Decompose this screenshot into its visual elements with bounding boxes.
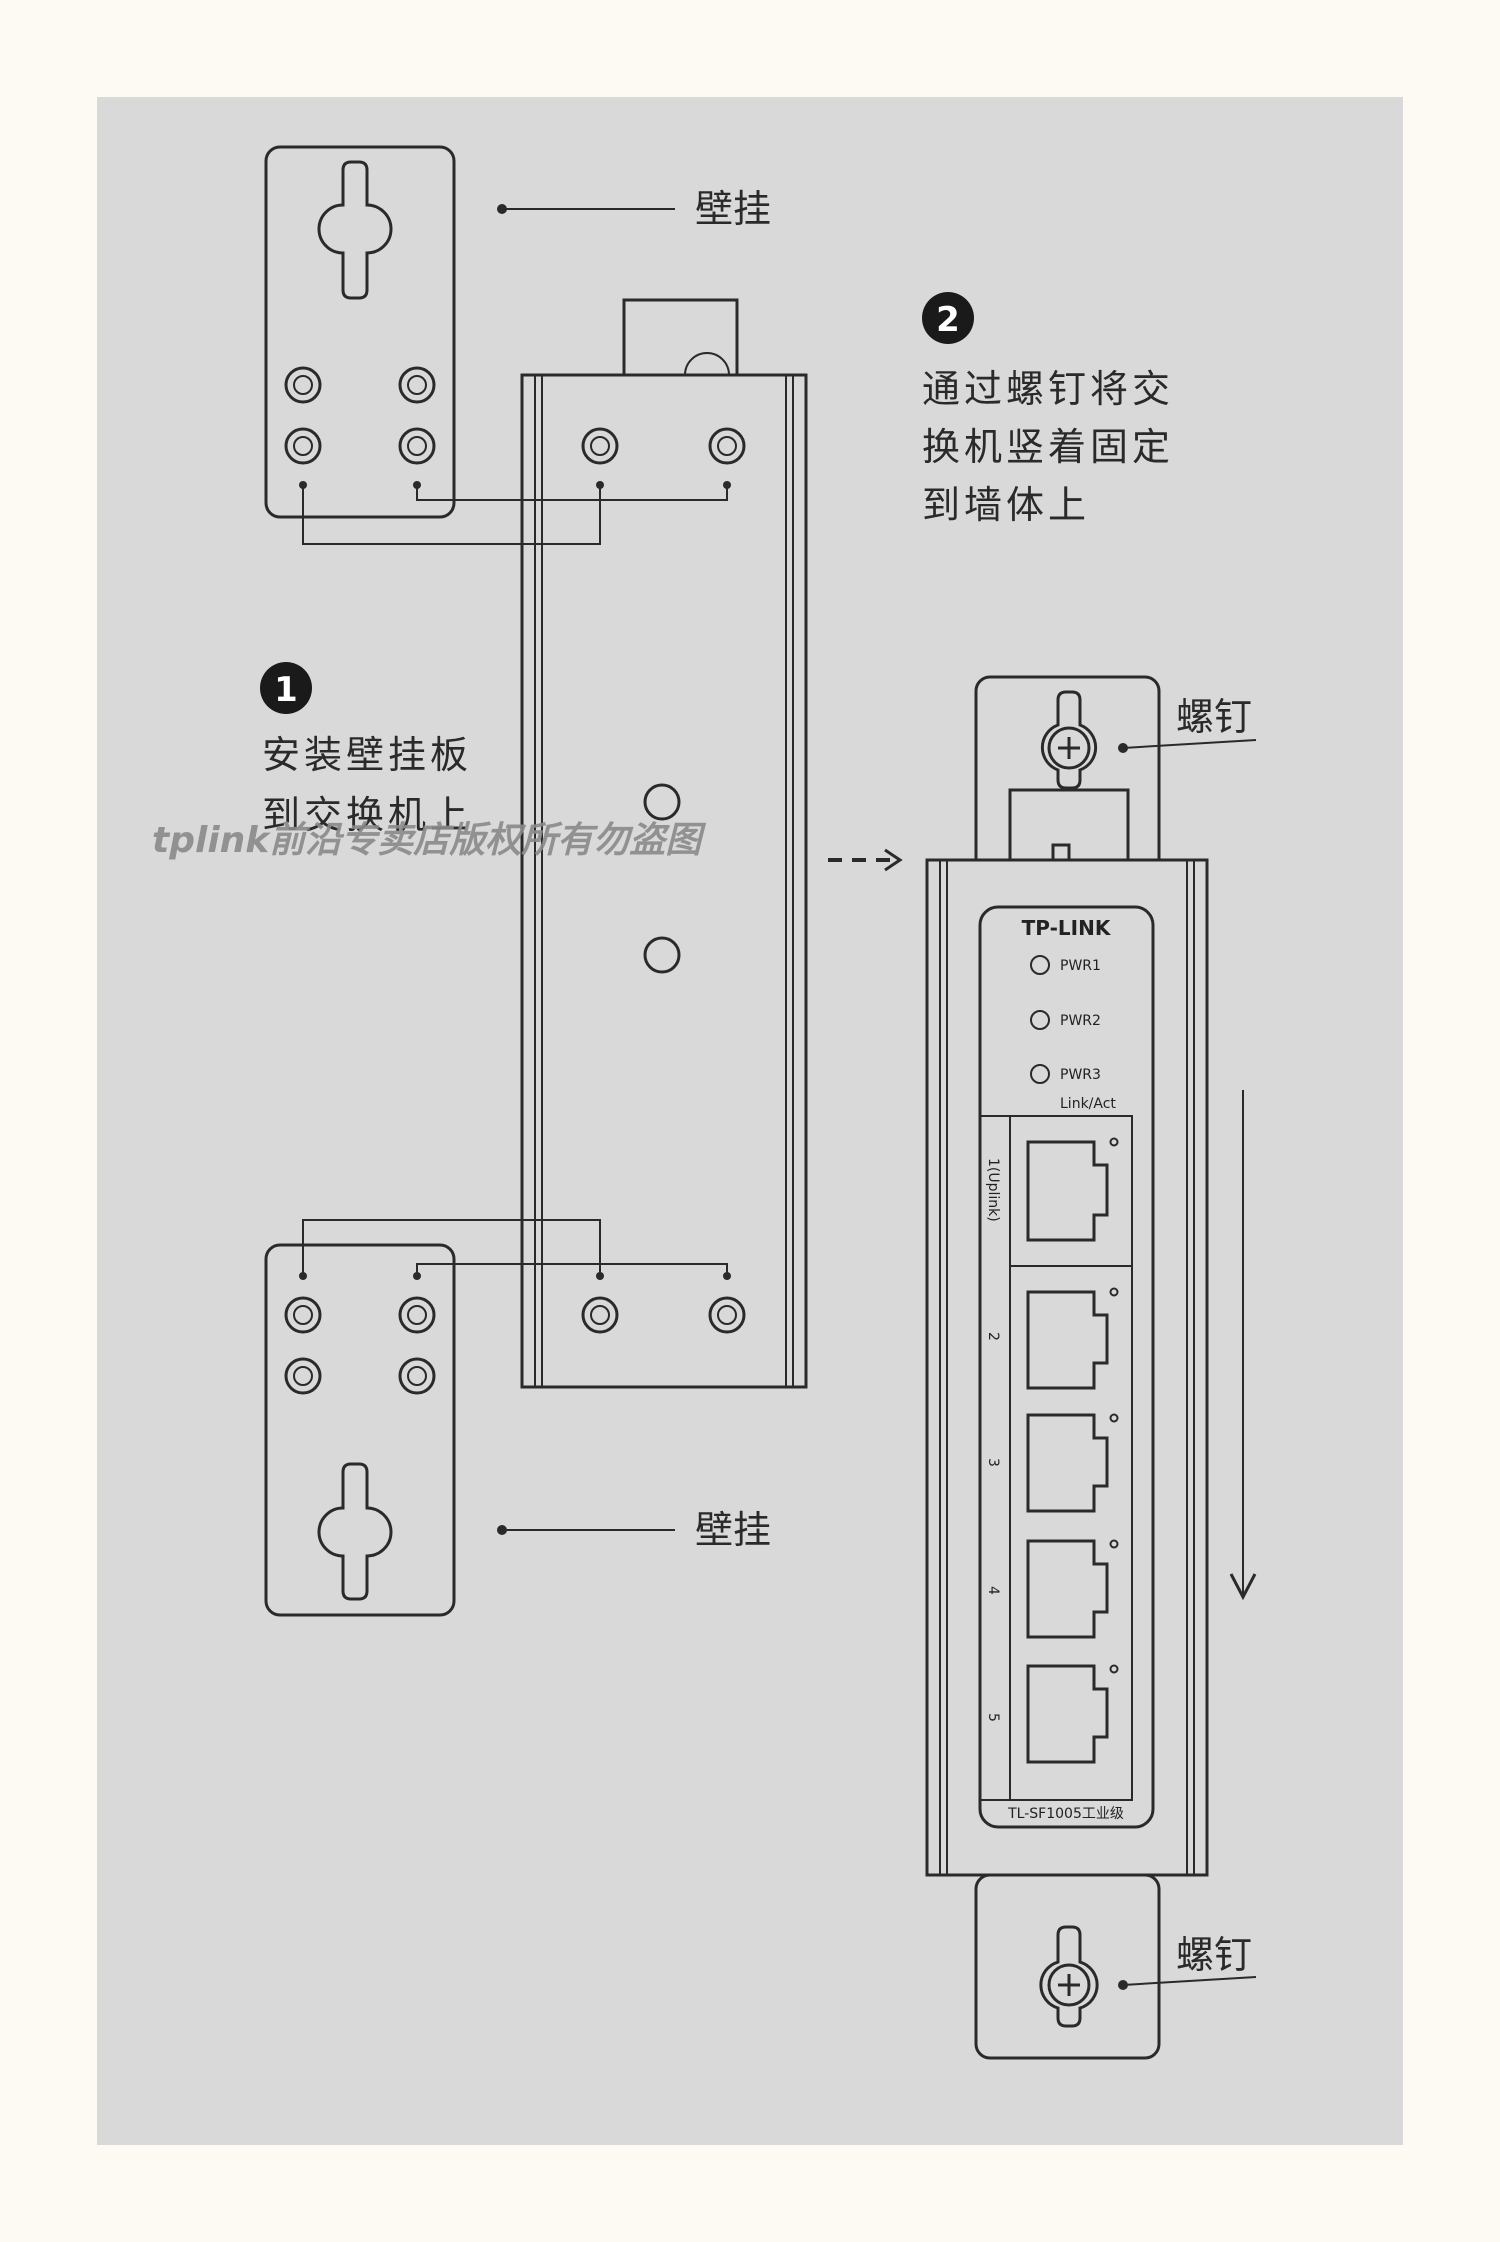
port-3-label: 3 (985, 1458, 1001, 1467)
port-5-label: 5 (985, 1713, 1001, 1722)
model-label: TL-SF1005工业级 (1007, 1806, 1124, 1822)
top-wall-mount-plate (264, 145, 456, 519)
step-2-number: 2 (936, 300, 960, 340)
brand-logo: TP-LINK (1022, 916, 1112, 940)
switch-front-body: TP-LINK PWR1 PWR2 PWR3 Link/Act 1(Uplink… (925, 858, 1209, 1877)
step-2-badge (922, 292, 974, 344)
led-pwr3 (1030, 1064, 1050, 1084)
led-indicators: PWR1 PWR2 PWR3 Link/Act (1030, 955, 1116, 1112)
step-2-line-2: 换机竖着固定 (922, 425, 1174, 469)
wall-mount-top-callout: 壁挂 (497, 187, 771, 231)
ethernet-port-1: 1(Uplink) (985, 1137, 1119, 1242)
ethernet-port-5: 5 (985, 1664, 1119, 1764)
screw-top-label: 螺钉 (1176, 695, 1252, 739)
step-1-number: 1 (274, 670, 298, 710)
watermark: tplink前沿专卖店版权所有勿盗图 (152, 820, 706, 861)
keyhole-slot-icon (317, 160, 393, 300)
bottom-alignment-lines (302, 1219, 731, 1280)
led-pwr1 (1030, 955, 1050, 975)
bottom-wall-mount-plate (264, 1243, 456, 1617)
wall-mount-bottom-label: 壁挂 (695, 1508, 771, 1552)
plate-screw-holes (284, 1296, 436, 1395)
dashed-arrow-icon (828, 848, 903, 872)
keyhole-slot-icon (1039, 1925, 1099, 2028)
ethernet-port-2: 2 (985, 1287, 1119, 1390)
led-pwr2 (1030, 1010, 1050, 1030)
ethernet-port-4: 4 (985, 1539, 1119, 1639)
top-alignment-lines (302, 481, 731, 545)
step-2-line-1: 通过螺钉将交 (922, 367, 1174, 411)
port-2-label: 2 (985, 1332, 1001, 1341)
led-pwr3-label: PWR3 (1060, 1067, 1101, 1083)
screw-bottom-callout: 螺钉 (1118, 1933, 1257, 1990)
step-2-line-3: 到墙体上 (922, 483, 1090, 527)
port-4-label: 4 (985, 1586, 1001, 1595)
screw-bottom-label: 螺钉 (1176, 1933, 1252, 1977)
step-2: 2 通过螺钉将交 换机竖着固定 到墙体上 (922, 292, 1174, 527)
keyhole-slot-icon (1040, 690, 1098, 790)
step-1-line-2: 到交换机上 (262, 793, 472, 837)
wall-mount-top-label: 壁挂 (695, 187, 771, 231)
wall-mount-bottom-callout: 壁挂 (497, 1508, 771, 1552)
step-1: 1 安装壁挂板 到交换机上 (260, 662, 472, 837)
keyhole-slot-icon (317, 1462, 393, 1601)
screw-icon (1047, 1963, 1091, 2007)
port-1-label: 1(Uplink) (985, 1158, 1001, 1222)
screw-top-callout: 螺钉 (1118, 695, 1257, 753)
step-1-line-1: 安装壁挂板 (262, 733, 472, 777)
down-arrow-icon (1229, 1090, 1257, 1601)
plate-screw-holes (284, 366, 436, 465)
step-1-badge (260, 662, 312, 714)
led-pwr2-label: PWR2 (1060, 1013, 1101, 1029)
link-act-label: Link/Act (1060, 1096, 1116, 1112)
led-pwr1-label: PWR1 (1060, 958, 1101, 974)
screw-icon (1047, 726, 1091, 770)
mounted-bottom-plate (974, 1873, 1161, 2060)
ethernet-port-3: 3 (985, 1413, 1119, 1513)
front-panel (978, 905, 1155, 1829)
